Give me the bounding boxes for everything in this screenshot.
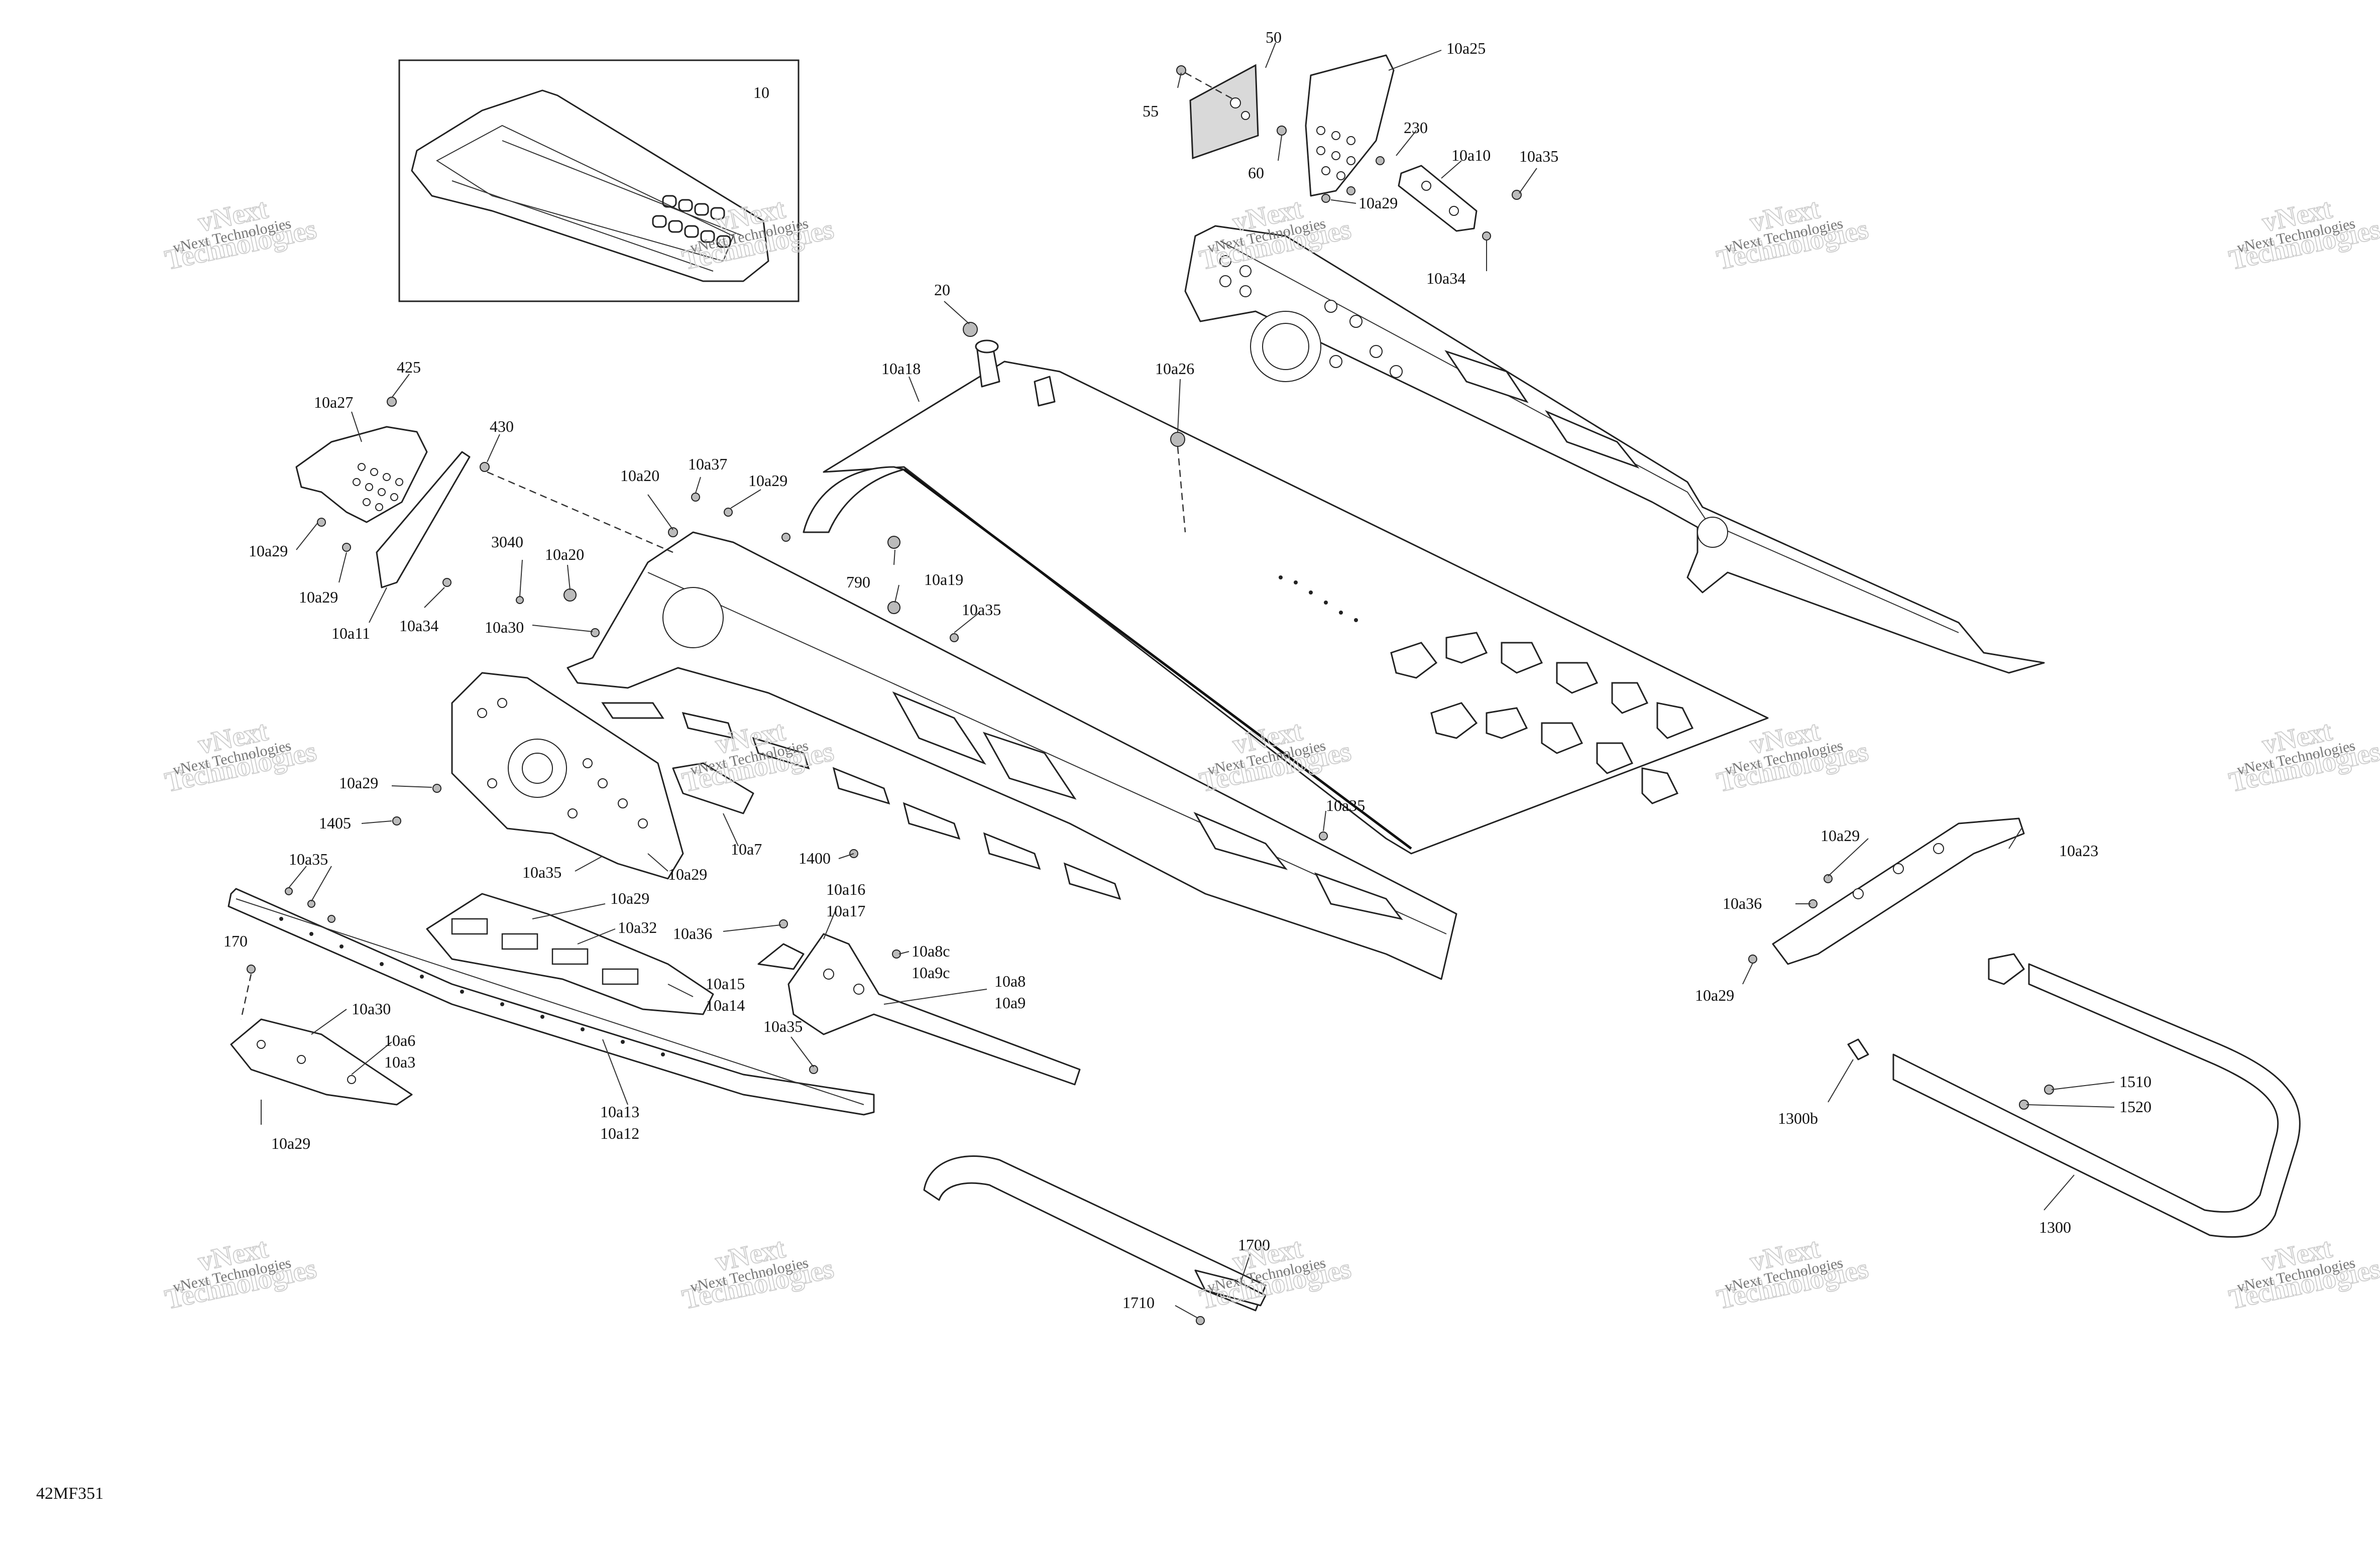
watermark-10: vNext Technologies vNext Technologies xyxy=(2226,715,2380,799)
callout-10a29-left-1: 10a29 xyxy=(249,542,288,560)
leader-lines xyxy=(261,42,2115,1319)
watermark-9: vNext Technologies vNext Technologies xyxy=(1714,715,1871,799)
watermark-6: vNext Technologies vNext Technologies xyxy=(162,715,319,799)
watermark-8: vNext Technologies vNext Technologies xyxy=(1196,715,1354,799)
callout-10a13: 10a13 xyxy=(600,1103,639,1121)
callout-10a16: 10a16 xyxy=(826,880,865,898)
watermark-11: vNext Technologies vNext Technologies xyxy=(162,1232,319,1316)
callout-10a20-upper: 10a20 xyxy=(620,466,659,485)
callout-425: 425 xyxy=(397,358,421,376)
watermark-1: vNext Technologies vNext Technologies xyxy=(162,193,319,277)
callout-10a35-right: 10a35 xyxy=(1326,796,1365,814)
watermark-5: vNext Technologies vNext Technologies xyxy=(2226,193,2380,277)
callout-10a30-lower: 10a30 xyxy=(352,1000,391,1018)
callout-10a29-mid: 10a29 xyxy=(748,471,787,490)
callout-10a6: 10a6 xyxy=(384,1031,415,1049)
callout-10a27: 10a27 xyxy=(314,393,353,411)
top-bracket-group xyxy=(1176,54,1522,241)
callout-10a17: 10a17 xyxy=(826,902,865,920)
callout-1400: 1400 xyxy=(799,849,831,867)
callout-20: 20 xyxy=(934,281,950,299)
callout-10a29-bottom-left: 10a29 xyxy=(271,1134,310,1152)
callout-10a12: 10a12 xyxy=(600,1124,639,1142)
callout-10a29-right: 10a29 xyxy=(1821,826,1860,845)
callout-10a29-bracket: 10a29 xyxy=(610,889,649,907)
callout-10a35-top: 10a35 xyxy=(1519,147,1558,165)
callout-10a29-top: 10a29 xyxy=(1358,194,1398,212)
inset-assembly-view: 10 xyxy=(398,59,800,302)
inset-label: 10 xyxy=(753,83,769,101)
tunnel-floor-plate xyxy=(803,339,1769,855)
left-front-bracket xyxy=(295,397,673,588)
callout-170: 170 xyxy=(223,932,248,950)
callout-10a15: 10a15 xyxy=(706,975,745,993)
callout-10a29-right-2: 10a29 xyxy=(1695,986,1734,1004)
callout-1510: 1510 xyxy=(2119,1073,2151,1091)
rear-handle-bar xyxy=(923,1155,1267,1325)
callout-10a8: 10a8 xyxy=(994,972,1026,990)
fastener-markers xyxy=(285,322,1328,1074)
callout-790: 790 xyxy=(846,573,870,591)
callout-60: 60 xyxy=(1248,164,1264,182)
callout-10a34-left: 10a34 xyxy=(399,617,438,635)
callout-10a9c: 10a9c xyxy=(912,964,950,982)
figure-code: 42MF351 xyxy=(36,1484,103,1503)
callout-10a23: 10a23 xyxy=(2059,842,2098,860)
lower-front-rail xyxy=(228,888,875,1116)
callout-230: 230 xyxy=(1404,118,1428,137)
callout-430: 430 xyxy=(490,417,514,435)
callout-10a3: 10a3 xyxy=(384,1053,415,1071)
callout-10a10: 10a10 xyxy=(1451,146,1491,164)
callout-10a35-rail: 10a35 xyxy=(289,850,328,868)
watermark-12: vNext Technologies vNext Technologies xyxy=(679,1232,837,1316)
callout-10a34-top: 10a34 xyxy=(1426,269,1465,287)
watermark-4: vNext Technologies vNext Technologies xyxy=(1714,193,1871,277)
callout-10a35-plate: 10a35 xyxy=(522,863,561,881)
callout-50: 50 xyxy=(1266,28,1282,46)
watermark-14: vNext Technologies vNext Technologies xyxy=(1714,1232,1871,1316)
callout-10a19: 10a19 xyxy=(924,570,963,588)
callout-10a29-left-2: 10a29 xyxy=(299,588,338,606)
watermark-15: vNext Technologies vNext Technologies xyxy=(2226,1232,2380,1316)
callout-labels: 50 10a25 55 60 230 10a10 10a35 10a29 10a… xyxy=(223,28,2151,1312)
callout-1700: 1700 xyxy=(1238,1236,1270,1254)
callout-55: 55 xyxy=(1143,102,1159,120)
callout-3040: 3040 xyxy=(491,533,523,551)
callout-10a29-plate-2: 10a29 xyxy=(668,865,707,883)
callout-10a25: 10a25 xyxy=(1446,39,1486,57)
callout-10a36-right: 10a36 xyxy=(1723,894,1762,912)
callout-10a32: 10a32 xyxy=(618,918,657,936)
callout-10a30-upper: 10a30 xyxy=(485,618,524,636)
callout-10a20-lower: 10a20 xyxy=(545,545,584,563)
callout-10a35-small: 10a35 xyxy=(763,1017,803,1035)
front-suspension-plate xyxy=(451,672,754,880)
callout-10a7: 10a7 xyxy=(731,840,762,858)
callout-10a37: 10a37 xyxy=(688,455,727,473)
callout-1710: 1710 xyxy=(1122,1293,1155,1312)
callout-1300: 1300 xyxy=(2039,1218,2071,1236)
callout-10a26: 10a26 xyxy=(1155,360,1194,378)
callout-1300b: 1300b xyxy=(1778,1109,1818,1127)
callout-10a18: 10a18 xyxy=(881,360,921,378)
callout-1405: 1405 xyxy=(319,814,351,832)
callout-1520: 1520 xyxy=(2119,1098,2151,1116)
callout-10a36-mid: 10a36 xyxy=(673,924,712,942)
rear-bumper-group xyxy=(1748,817,2301,1238)
lower-bracket-group xyxy=(230,893,1081,1106)
callout-10a9: 10a9 xyxy=(994,994,1026,1012)
callout-10a35-mid: 10a35 xyxy=(962,601,1001,619)
callout-10a29-plate: 10a29 xyxy=(339,774,378,792)
right-tunnel-side-panel xyxy=(1184,225,2045,674)
callout-10a11: 10a11 xyxy=(331,624,370,642)
callout-10a14: 10a14 xyxy=(706,996,745,1014)
left-tunnel-side-panel xyxy=(566,531,1457,980)
callout-10a8c: 10a8c xyxy=(912,942,950,960)
